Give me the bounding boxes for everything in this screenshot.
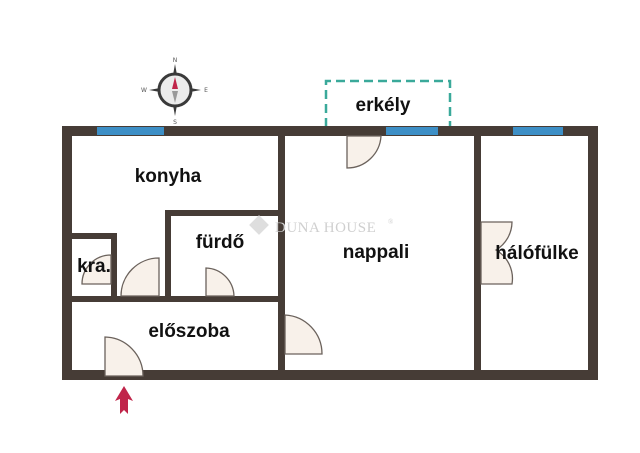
window-halofulke	[513, 127, 563, 135]
door-furdo	[205, 267, 235, 297]
room-label-halofulke: hálófülke	[495, 243, 578, 264]
door-entry	[104, 336, 144, 377]
doors	[81, 135, 514, 377]
door-balcony	[346, 135, 382, 169]
door-halofulke	[480, 221, 514, 285]
room-label-kamra: kra.	[77, 256, 111, 277]
room-label-konyha: konyha	[135, 166, 202, 187]
entry-arrow-icon	[115, 386, 133, 414]
watermark: DUNA HOUSE ®	[249, 215, 394, 236]
compass-west-label: W	[141, 87, 147, 94]
watermark-mark: ®	[388, 218, 394, 226]
compass-icon: N S W E	[141, 57, 208, 126]
watermark-brand: DUNA HOUSE	[275, 220, 376, 236]
room-label-furdo: fürdő	[196, 232, 245, 253]
balcony-outline	[324, 79, 452, 127]
windows	[97, 127, 563, 135]
window-konyha	[97, 127, 164, 135]
room-label-nappali: nappali	[343, 242, 410, 263]
compass-south-label: S	[173, 119, 177, 126]
room-label-erkely: erkély	[356, 95, 411, 116]
door-kamra	[81, 254, 112, 285]
room-label-eloszoba: előszoba	[148, 321, 230, 342]
outer-walls	[62, 126, 598, 380]
door-konyha	[120, 257, 160, 297]
window-nappali	[386, 127, 438, 135]
compass-north-label: N	[173, 57, 178, 64]
compass-east-label: E	[204, 87, 208, 94]
door-nappali	[284, 314, 323, 355]
interior-walls	[72, 136, 481, 370]
